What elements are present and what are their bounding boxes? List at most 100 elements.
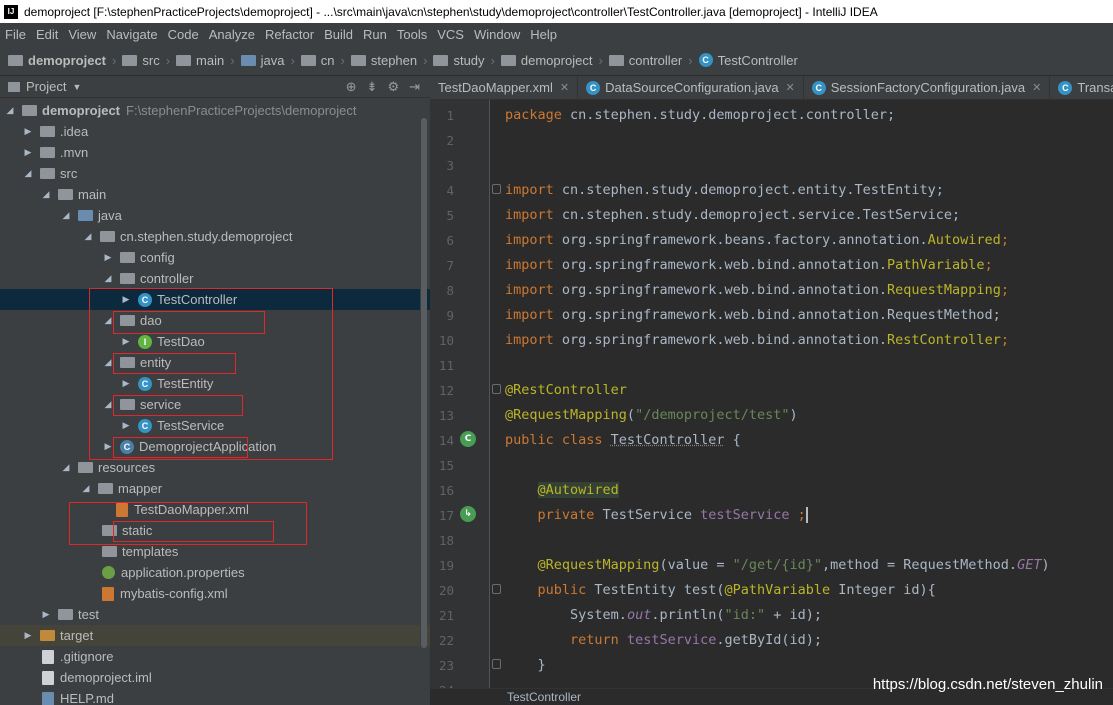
code-editor[interactable]: 123456789101112131415161718192021222324 … xyxy=(430,100,1113,688)
expand-arrow-icon[interactable]: ◢ xyxy=(22,168,34,179)
crumb-study[interactable]: study› xyxy=(433,53,500,68)
crumb-cn[interactable]: cn› xyxy=(301,53,351,68)
fold-icon[interactable] xyxy=(492,659,501,669)
scrollbar-thumb[interactable] xyxy=(421,118,427,648)
class-icon: C xyxy=(586,81,600,95)
crumb-stephen[interactable]: stephen› xyxy=(351,53,434,68)
tree-item-target[interactable]: ▶ target xyxy=(0,625,430,646)
tree-item-mvn[interactable]: ▶ .mvn xyxy=(0,142,430,163)
tree-scrollbar[interactable] xyxy=(420,98,427,705)
menu-view[interactable]: View xyxy=(63,27,101,42)
collapse-arrow-icon[interactable]: ▶ xyxy=(22,126,34,137)
fold-icon[interactable] xyxy=(492,584,501,594)
spring-bean-icon[interactable]: C xyxy=(460,431,476,447)
fold-icon[interactable] xyxy=(492,184,501,194)
tree-item-application-properties[interactable]: application.properties xyxy=(0,562,430,583)
tree-item-src[interactable]: ◢ src xyxy=(0,163,430,184)
tree-item-main[interactable]: ◢ main xyxy=(0,184,430,205)
fold-icon[interactable] xyxy=(492,384,501,394)
line-number: 23 xyxy=(430,658,454,673)
code-line-20: public TestEntity test(@PathVariable Int… xyxy=(505,582,936,598)
menu-help[interactable]: Help xyxy=(525,27,562,42)
line-number: 11 xyxy=(430,358,454,373)
tree-item-test[interactable]: ▶ test xyxy=(0,604,430,625)
intellij-logo-icon: IJ xyxy=(4,5,18,19)
line-number: 6 xyxy=(430,233,454,248)
expand-arrow-icon[interactable]: ◢ xyxy=(102,273,114,284)
folder-icon xyxy=(301,55,316,66)
menu-bar: File Edit View Navigate Code Analyze Ref… xyxy=(0,23,1113,45)
markdown-file-icon xyxy=(42,692,54,705)
locate-icon[interactable]: ⊕ xyxy=(346,79,357,95)
folder-icon xyxy=(58,609,73,620)
tab-transac[interactable]: C Transac xyxy=(1050,76,1113,99)
expand-arrow-icon[interactable]: ◢ xyxy=(4,105,16,116)
folder-icon xyxy=(98,483,113,494)
collapse-arrow-icon[interactable]: ▶ xyxy=(102,252,114,263)
tree-item-package[interactable]: ◢ cn.stephen.study.demoproject xyxy=(0,226,430,247)
excluded-folder-icon xyxy=(40,630,55,641)
package-icon xyxy=(120,273,135,284)
menu-navigate[interactable]: Navigate xyxy=(101,27,162,42)
menu-edit[interactable]: Edit xyxy=(31,27,63,42)
tree-item-help-md[interactable]: HELP.md xyxy=(0,688,430,705)
crumb-src[interactable]: src› xyxy=(122,53,176,68)
tree-item-idea[interactable]: ▶ .idea xyxy=(0,121,430,142)
close-icon[interactable]: ✕ xyxy=(786,81,795,94)
highlight-box-testcontroller xyxy=(113,311,265,334)
crumb-testcontroller[interactable]: CTestController xyxy=(699,53,798,68)
tree-item-demoproject[interactable]: ◢ demoproject F:\stephenPracticeProjects… xyxy=(0,100,430,121)
tree-item-demoproject-iml[interactable]: demoproject.iml xyxy=(0,667,430,688)
autowired-navigate-icon[interactable]: ↳ xyxy=(460,506,476,522)
crumb-controller[interactable]: controller› xyxy=(609,53,699,68)
menu-file[interactable]: File xyxy=(0,27,31,42)
highlight-box-testentity xyxy=(113,395,243,416)
tab-sessionfactoryconfiguration[interactable]: C SessionFactoryConfiguration.java ✕ xyxy=(804,76,1051,99)
code-line-21: System.out.println("id:" + id); xyxy=(505,607,822,623)
menu-build[interactable]: Build xyxy=(319,27,358,42)
window-title: demoproject [F:\stephenPracticeProjects\… xyxy=(24,5,878,19)
menu-window[interactable]: Window xyxy=(469,27,525,42)
crumb-demoproject[interactable]: demoproject› xyxy=(8,53,122,68)
dropdown-icon[interactable]: ▼ xyxy=(72,82,81,92)
close-icon[interactable]: ✕ xyxy=(560,81,569,94)
expand-arrow-icon[interactable]: ◢ xyxy=(60,210,72,221)
tab-datasourceconfiguration[interactable]: C DataSourceConfiguration.java ✕ xyxy=(578,76,804,99)
expand-arrow-icon[interactable]: ◢ xyxy=(40,189,52,200)
folder-icon xyxy=(102,546,117,557)
tree-item-mybatis-config-xml[interactable]: mybatis-config.xml xyxy=(0,583,430,604)
expand-arrow-icon[interactable]: ◢ xyxy=(60,462,72,473)
tree-item-java[interactable]: ◢ java xyxy=(0,205,430,226)
code-line-17: private TestService testService ; xyxy=(505,507,808,523)
menu-tools[interactable]: Tools xyxy=(392,27,432,42)
tree-item-mapper[interactable]: ◢ mapper xyxy=(0,478,430,499)
collapse-arrow-icon[interactable]: ▶ xyxy=(22,630,34,641)
collapse-arrow-icon[interactable]: ▶ xyxy=(40,609,52,620)
menu-code[interactable]: Code xyxy=(163,27,204,42)
menu-vcs[interactable]: VCS xyxy=(432,27,469,42)
menu-refactor[interactable]: Refactor xyxy=(260,27,319,42)
line-number: 2 xyxy=(430,133,454,148)
close-icon[interactable]: ✕ xyxy=(1032,81,1041,94)
folder-icon xyxy=(40,168,55,179)
gear-icon[interactable]: ⚙ xyxy=(387,79,399,95)
expand-arrow-icon[interactable]: ◢ xyxy=(80,483,92,494)
tree-item-controller[interactable]: ◢ controller xyxy=(0,268,430,289)
tree-item-gitignore[interactable]: .gitignore xyxy=(0,646,430,667)
project-view-selector[interactable]: Project xyxy=(26,79,66,94)
crumb-demoproject-pkg[interactable]: demoproject› xyxy=(501,53,609,68)
code-line-22: return testService.getById(id); xyxy=(505,632,822,648)
crumb-java[interactable]: java› xyxy=(241,53,301,68)
crumb-main[interactable]: main› xyxy=(176,53,241,68)
collapse-icon[interactable]: ⇟ xyxy=(367,79,378,95)
tree-item-config[interactable]: ▶ config xyxy=(0,247,430,268)
menu-run[interactable]: Run xyxy=(358,27,392,42)
tree-item-resources[interactable]: ◢ resources xyxy=(0,457,430,478)
tab-testdaomapper-xml[interactable]: TestDaoMapper.xml ✕ xyxy=(430,76,578,99)
expand-arrow-icon[interactable]: ◢ xyxy=(82,231,94,242)
code-line-1: package cn.stephen.study.demoproject.con… xyxy=(505,107,895,123)
hide-icon[interactable]: ⇥ xyxy=(409,79,420,95)
editor-tabs: TestDaoMapper.xml ✕ C DataSourceConfigur… xyxy=(430,76,1113,100)
collapse-arrow-icon[interactable]: ▶ xyxy=(22,147,34,158)
menu-analyze[interactable]: Analyze xyxy=(204,27,260,42)
